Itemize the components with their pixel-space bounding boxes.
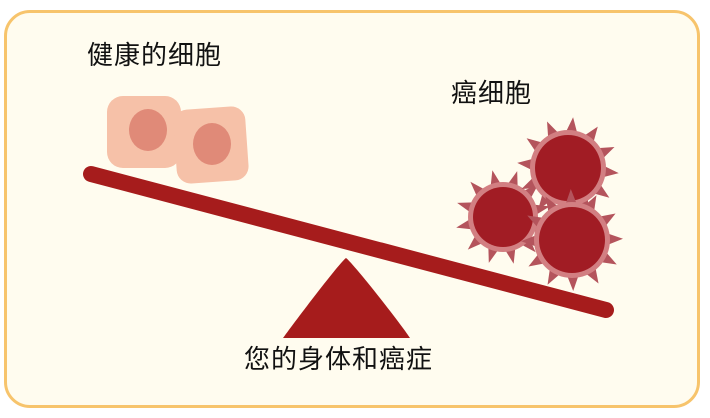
cancer-spike — [470, 181, 485, 197]
cancer-spike — [567, 275, 579, 291]
cancer-spike — [521, 235, 537, 247]
cancer-spike — [521, 237, 536, 253]
cancer-spike — [602, 165, 619, 178]
cancer-cells-label: 癌细胞 — [451, 79, 533, 109]
cancer-cell-icon — [521, 189, 623, 291]
cancer-spike — [467, 235, 483, 250]
balance-beam — [83, 166, 614, 318]
cancer-cell-icon — [517, 117, 619, 219]
cancer-spike — [593, 184, 610, 198]
cancer-spike — [584, 126, 598, 143]
body-and-cancer-label: 您的身体和癌症 — [244, 345, 434, 375]
cancer-spike — [526, 138, 543, 152]
cancer-cell-body — [539, 207, 605, 273]
cancer-cell-body — [535, 135, 601, 201]
healthy-cell-icon — [173, 106, 249, 184]
cancer-cell-body — [473, 187, 533, 247]
cancer-spike — [517, 158, 534, 171]
healthy-cell-icon — [107, 96, 181, 168]
healthy-cells-label: 健康的细胞 — [87, 41, 223, 71]
cancer-spike — [565, 117, 578, 134]
cancer-spike — [607, 233, 623, 245]
cancer-spike — [538, 193, 552, 210]
cancer-spike — [565, 189, 577, 205]
fulcrum-triangle — [283, 258, 410, 338]
